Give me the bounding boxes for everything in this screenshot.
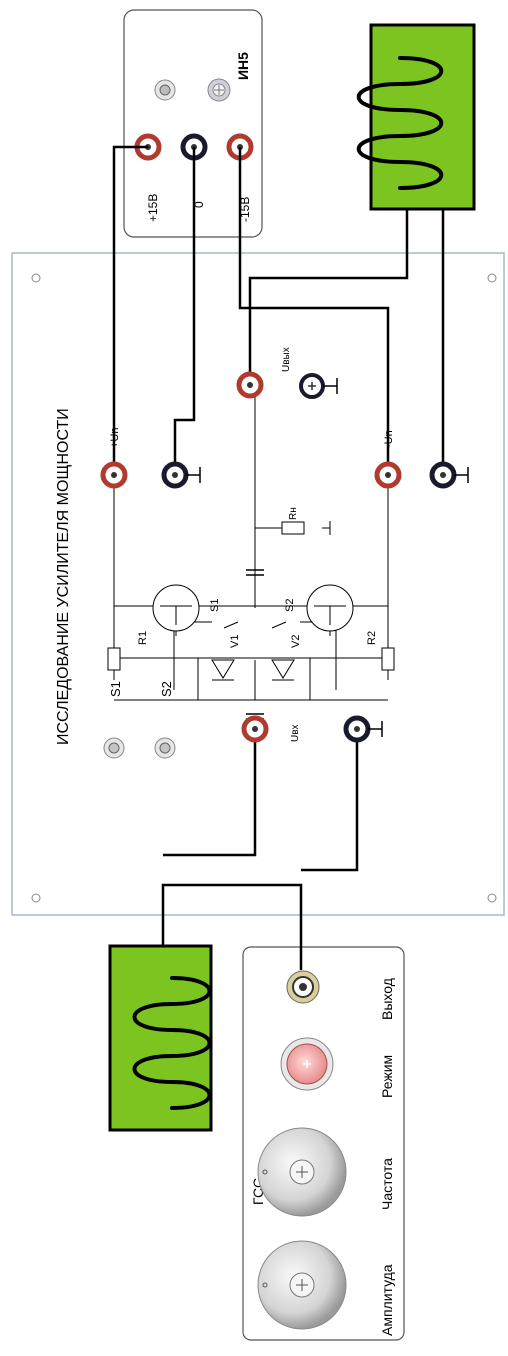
panel-screw-holes	[31, 273, 497, 903]
label-s2-contact: S2	[284, 599, 296, 612]
terminal-plus-un[interactable]	[100, 461, 128, 489]
diode-v2	[271, 659, 295, 681]
label-v2: V2	[290, 635, 302, 648]
terminal-u-out-ground[interactable]	[299, 373, 338, 399]
label-output: Выход	[379, 978, 395, 1020]
label-r2: R2	[366, 631, 378, 645]
label-rn: Rн	[288, 507, 299, 520]
external-wiring	[112, 145, 445, 970]
label-s1-contact: S1	[209, 599, 221, 612]
panel-title: ИССЛЕДОВАНИЕ УСИЛИТЕЛЯ МОЩНОСТИ	[55, 408, 72, 745]
transistor-upper	[152, 584, 200, 632]
switch-s1[interactable]	[103, 737, 125, 759]
power-supply-switch[interactable]	[154, 79, 176, 101]
label-u-out: Uвых	[281, 347, 292, 372]
frequency-knob[interactable]	[257, 1127, 347, 1217]
label-minus-un: -Un	[383, 430, 395, 448]
label-r1: R1	[137, 631, 149, 645]
terminal-ground-plus[interactable]	[161, 461, 201, 489]
switch-s2[interactable]	[154, 737, 176, 759]
label-switch-s2: S2	[159, 681, 174, 697]
output-connector[interactable]	[286, 970, 320, 1004]
power-supply-indicator	[207, 78, 231, 102]
label-zero: 0	[192, 201, 206, 208]
terminal-u-out[interactable]	[236, 371, 264, 399]
label-mode: Режим	[379, 1055, 395, 1098]
label-plus-un: +Un	[109, 428, 121, 449]
transistor-lower	[306, 584, 354, 632]
label-switch-s1: S1	[108, 681, 123, 697]
resistor-rn	[281, 521, 305, 535]
label-minus-15v: -15В	[238, 197, 252, 222]
label-amplitude: Амплитуда	[379, 1264, 395, 1336]
mode-button[interactable]	[280, 1037, 334, 1091]
label-u-in: Uвх	[290, 724, 301, 742]
input-scope-sine-wave	[132, 976, 212, 1110]
diode-v1	[211, 659, 235, 681]
label-frequency: Частота	[379, 1158, 395, 1210]
terminal-minus-un[interactable]	[374, 461, 402, 489]
output-capacitor	[246, 569, 264, 576]
terminal-u-in[interactable]	[241, 715, 269, 743]
output-scope-sine-wave	[356, 56, 444, 190]
input-scope-screen	[108, 944, 213, 1132]
terminal-u-in-ground[interactable]	[343, 715, 383, 743]
main-panel	[11, 252, 505, 916]
resistor-r2	[381, 647, 395, 671]
terminal-ground-minus[interactable]	[429, 461, 469, 489]
power-supply-name: ИН5	[235, 52, 251, 80]
resistor-r1	[107, 647, 121, 671]
output-scope-screen	[369, 23, 476, 211]
label-plus-15v: +15В	[146, 194, 160, 222]
amplitude-knob[interactable]	[257, 1240, 347, 1330]
label-v1: V1	[229, 635, 241, 648]
